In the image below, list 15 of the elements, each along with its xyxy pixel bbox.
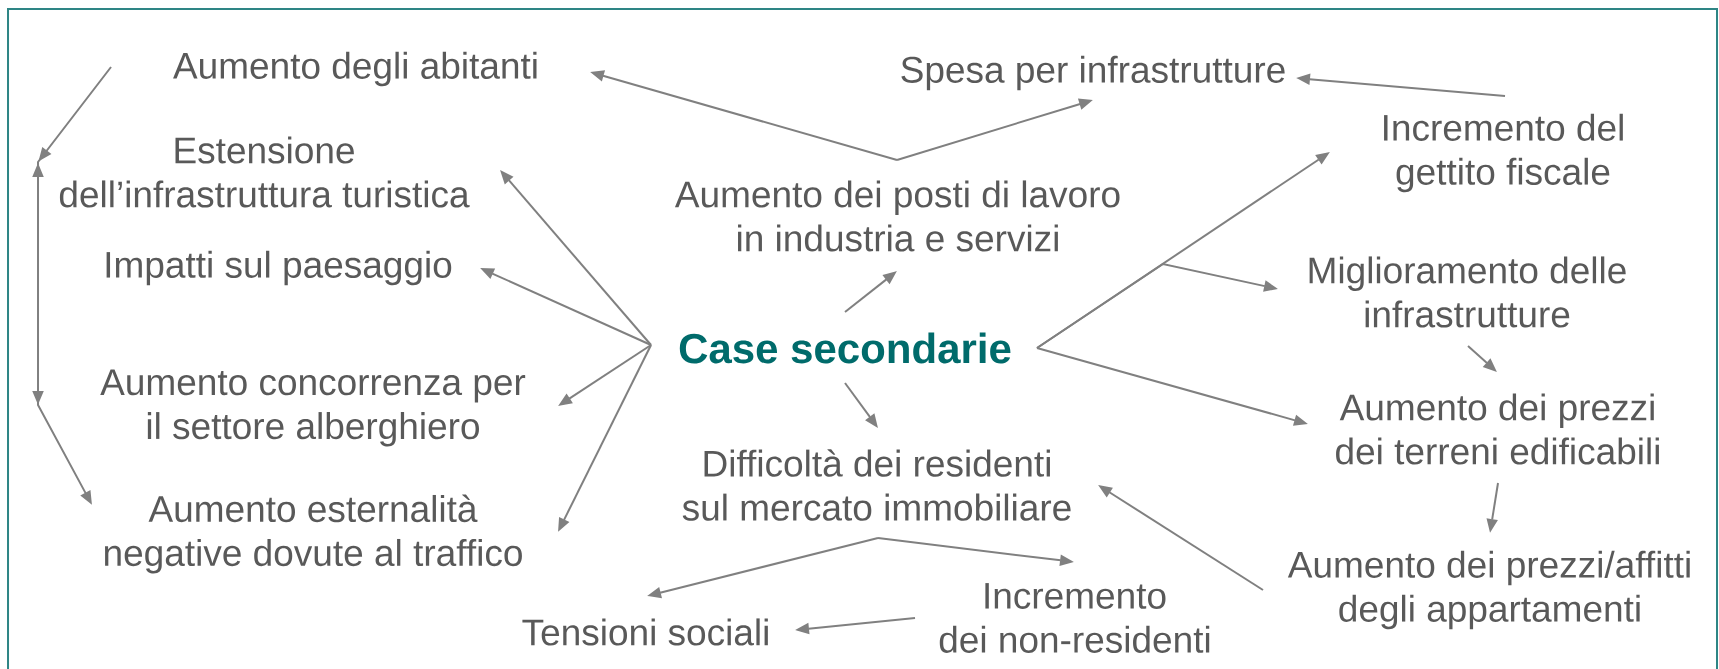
concept-label: Difficoltà dei residenti sul mercato immobiliare <box>682 449 1071 521</box>
concept-label: Impatti sul paesaggio <box>106 250 452 286</box>
concept-label: Aumento dei prezzi dei terreni edificabili <box>1336 393 1659 465</box>
concept-label: Aumento dei posti di lavoro in industria e servizi <box>674 180 1120 252</box>
concept-label: Spesa per infrastrutture <box>901 55 1285 91</box>
concept-label: Aumento degli abitanti <box>173 51 537 87</box>
concept-label: Aumento concorrenza per il settore alberghiero <box>100 369 526 447</box>
concept-label: Aumento esternalità negative dovute al traffico <box>105 494 522 574</box>
concept-label: Miglioramento delle infrastrutture <box>1309 256 1626 328</box>
concept-label: Incremento del gettito fiscale <box>1384 113 1623 193</box>
concept-label: Incremento dei non-residenti <box>939 583 1210 653</box>
concept-label: Estensione dell’infrastruttura turistica <box>59 136 470 208</box>
concept-label: Aumento dei prezzi/affitti degli appartamenti <box>1287 550 1690 630</box>
central-topic: Case secondarie <box>679 332 1011 364</box>
concept-label: Tensioni sociali <box>522 618 768 646</box>
